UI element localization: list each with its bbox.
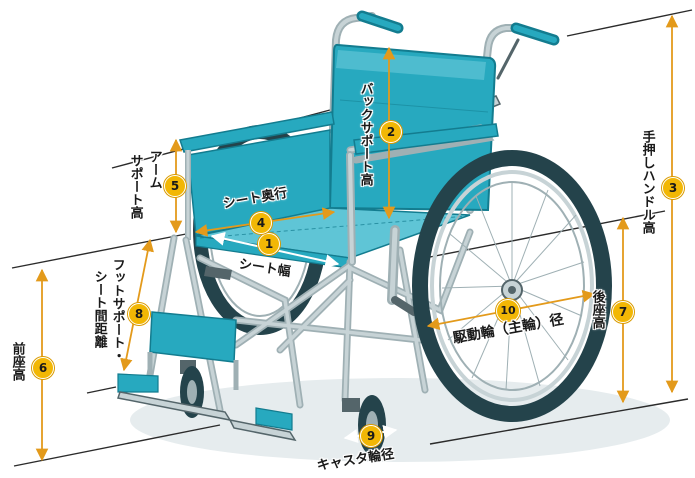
push-handles xyxy=(329,10,560,214)
back-support xyxy=(328,43,497,212)
guide-line-handle-top xyxy=(566,9,693,37)
guide-line-floor-rear xyxy=(429,398,689,445)
label-rear-seat-height: 後座高 xyxy=(589,290,605,329)
badge-6: 6 xyxy=(32,357,54,379)
badge-10: 10 xyxy=(496,299,520,323)
label-arm-support-col1: アーム xyxy=(146,150,162,189)
label-front-seat-height: 前座高 xyxy=(9,342,25,381)
label-arm-support-col2: サポート高 xyxy=(127,154,143,219)
floor-shadow xyxy=(130,378,670,462)
badge-7: 7 xyxy=(612,301,634,323)
label-footrest-col2: シート間距離 xyxy=(91,270,107,348)
label-push-handle-height: 手押しハンドル高 xyxy=(639,130,655,234)
guide-line-front-seat xyxy=(11,233,187,269)
badge-5: 5 xyxy=(164,175,186,197)
badge-9: 9 xyxy=(360,425,382,447)
guide-line-floor-front xyxy=(13,424,221,467)
badge-1: 1 xyxy=(258,233,280,255)
badge-3: 3 xyxy=(662,177,684,199)
label-footrest-col1: フットサポート・ xyxy=(109,258,125,362)
front-drive-wheel xyxy=(412,150,612,422)
label-back-support-height: バックサポート高 xyxy=(357,82,373,186)
badge-4: 4 xyxy=(250,212,272,234)
badge-8: 8 xyxy=(128,303,150,325)
badge-2: 2 xyxy=(380,121,402,143)
guide-line-footrest xyxy=(86,386,117,394)
